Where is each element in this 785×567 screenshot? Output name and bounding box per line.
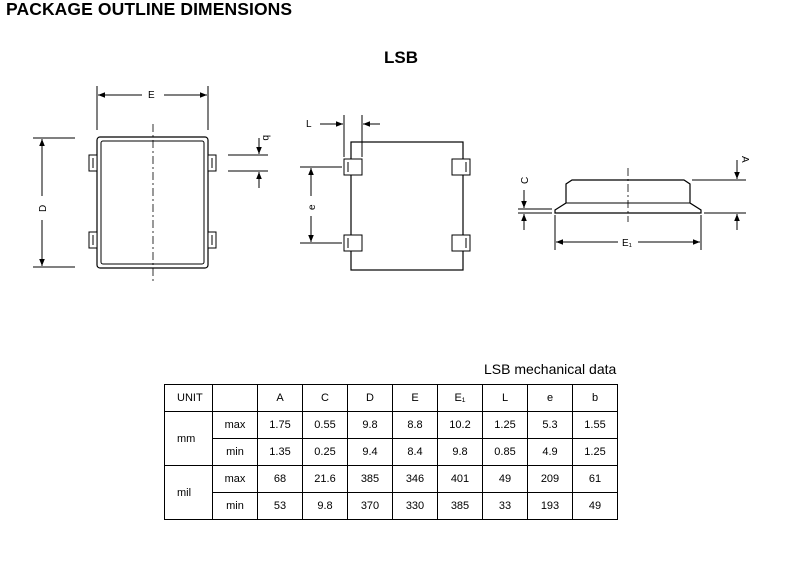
value-cell: 8.4 [392,438,438,466]
dimension-label-pitch: e [307,204,318,210]
limit-cell: max [212,465,258,493]
header-cell: E [392,384,438,412]
table-row: min 1.35 0.25 9.4 8.4 9.8 0.85 4.9 1.25 [165,438,618,466]
dimension-label-a: A [739,156,750,163]
value-cell: 53 [257,492,303,520]
value-cell: 385 [347,465,393,493]
value-cell: 1.75 [257,411,303,439]
value-cell: 385 [437,492,483,520]
value-cell: 9.8 [437,438,483,466]
value-cell: 49 [572,492,618,520]
value-cell: 1.25 [482,411,528,439]
value-cell: 1.25 [572,438,618,466]
value-cell: 10.2 [437,411,483,439]
value-cell: 401 [437,465,483,493]
dimension-label-b: b [260,135,271,141]
value-cell: 9.4 [347,438,393,466]
dimension-label-l: L [306,119,312,130]
package-name: LSB [384,48,418,67]
value-cell: 8.8 [392,411,438,439]
header-cell: D [347,384,393,412]
header-cell: A [257,384,303,412]
header-cell: C [302,384,348,412]
dimension-label-e1: E₁ [622,238,633,249]
value-cell: 330 [392,492,438,520]
header-cell: b [572,384,618,412]
value-cell: 0.55 [302,411,348,439]
package-outline-drawing: E D b L e [33,86,750,284]
header-cell: L [482,384,528,412]
value-cell: 4.9 [527,438,573,466]
value-cell: 5.3 [527,411,573,439]
header-cell [212,384,258,412]
unit-cell: mm [164,411,213,466]
profile-view [518,160,746,250]
value-cell: 49 [482,465,528,493]
table-row: mil max 68 21.6 385 346 401 49 209 61 [164,465,618,520]
value-cell: 0.85 [482,438,528,466]
header-cell: e [527,384,573,412]
limit-cell: max [212,411,258,439]
limit-cell: min [212,492,258,520]
value-cell: 0.25 [302,438,348,466]
header-cell: UNIT [164,384,213,412]
dimension-label-d: D [38,205,49,212]
value-cell: 9.8 [302,492,348,520]
table-header-row: UNIT A C D E E₁ L e b [164,384,618,412]
value-cell: 209 [527,465,573,493]
value-cell: 21.6 [302,465,348,493]
mechanical-data-table: UNIT A C D E E₁ L e b mm max 1.75 0.55 9… [164,384,618,520]
table-row: min 53 9.8 370 330 385 33 193 49 [165,492,618,520]
top-view [33,86,268,284]
value-cell: 9.8 [347,411,393,439]
value-cell: 1.55 [572,411,618,439]
dimension-label-c: C [520,177,531,184]
value-cell: 1.35 [257,438,303,466]
value-cell: 346 [392,465,438,493]
page-heading: PACKAGE OUTLINE DIMENSIONS [6,0,293,19]
value-cell: 33 [482,492,528,520]
value-cell: 193 [527,492,573,520]
value-cell: 68 [257,465,303,493]
value-cell: 370 [347,492,393,520]
header-cell: E₁ [437,384,483,412]
table-caption: LSB mechanical data [484,361,617,377]
table-row: mm max 1.75 0.55 9.8 8.8 10.2 1.25 5.3 1… [164,411,618,466]
dimension-label-e: E [148,90,155,101]
unit-cell: mil [164,465,213,520]
limit-cell: min [212,438,258,466]
lead-view [300,115,471,271]
value-cell: 61 [572,465,618,493]
